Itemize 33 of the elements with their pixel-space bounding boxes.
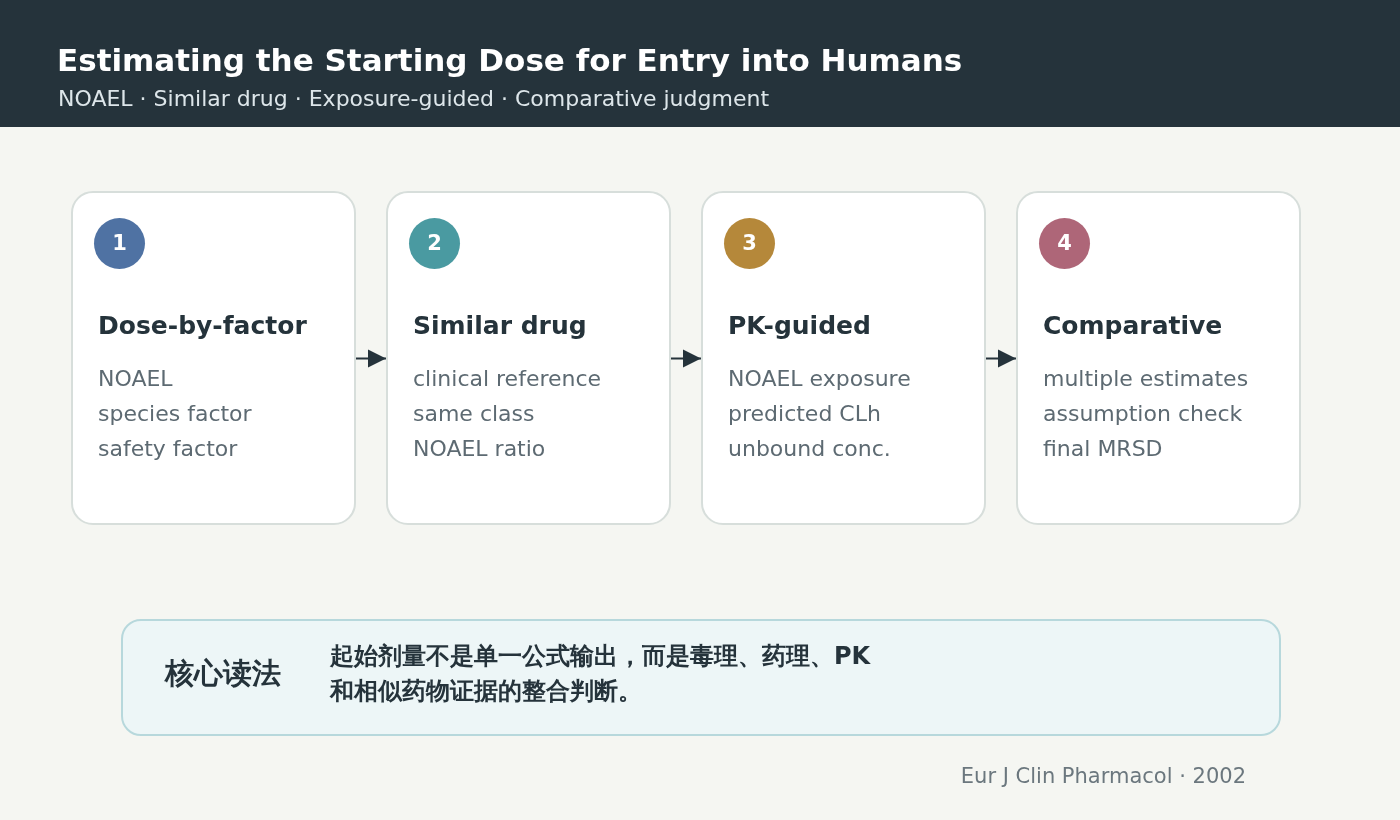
number-badge: 2 bbox=[409, 218, 460, 269]
step-card bbox=[701, 191, 986, 525]
step-item: assumption check bbox=[1043, 400, 1243, 428]
number-badge: 3 bbox=[724, 218, 775, 269]
title: Estimating the Starting Dose for Entry into Humans bbox=[57, 41, 963, 80]
step-card bbox=[386, 191, 671, 525]
note-box bbox=[121, 619, 1281, 736]
step-item: final MRSD bbox=[1043, 435, 1163, 463]
step-heading: Comparative bbox=[1043, 310, 1223, 342]
step-item: multiple estimates bbox=[1043, 365, 1249, 393]
note-text: 起始剂量不是单一公式输出，而是毒理、药理、PK和相似药物证据的整合判断。 bbox=[330, 641, 872, 707]
step-heading: Dose-by-factor bbox=[98, 310, 307, 342]
step-item: same class bbox=[413, 400, 535, 428]
step-item: NOAEL exposure bbox=[728, 365, 911, 393]
step-heading: PK-guided bbox=[728, 310, 871, 342]
number-badge: 4 bbox=[1039, 218, 1090, 269]
step-item: safety factor bbox=[98, 435, 238, 463]
step-item: NOAEL bbox=[98, 365, 173, 393]
step-item: clinical reference bbox=[413, 365, 602, 393]
step-card bbox=[71, 191, 356, 525]
source-note: Eur J Clin Pharmacol · 2002 bbox=[960, 763, 1246, 790]
step-heading: Similar drug bbox=[413, 310, 587, 342]
step-item: species factor bbox=[98, 400, 252, 428]
step-card bbox=[1016, 191, 1301, 525]
arrow bbox=[985, 349, 1017, 368]
note-heading: 核心读法 bbox=[165, 656, 281, 690]
step-item: NOAEL ratio bbox=[413, 435, 546, 463]
number-badge: 1 bbox=[94, 218, 145, 269]
subtitle: NOAEL · Similar drug · Exposure-guided · Comparative judgment bbox=[58, 85, 769, 113]
arrow bbox=[670, 349, 702, 368]
step-item: predicted CLh bbox=[728, 400, 881, 428]
arrow bbox=[355, 349, 387, 368]
step-item: unbound conc. bbox=[728, 435, 891, 463]
